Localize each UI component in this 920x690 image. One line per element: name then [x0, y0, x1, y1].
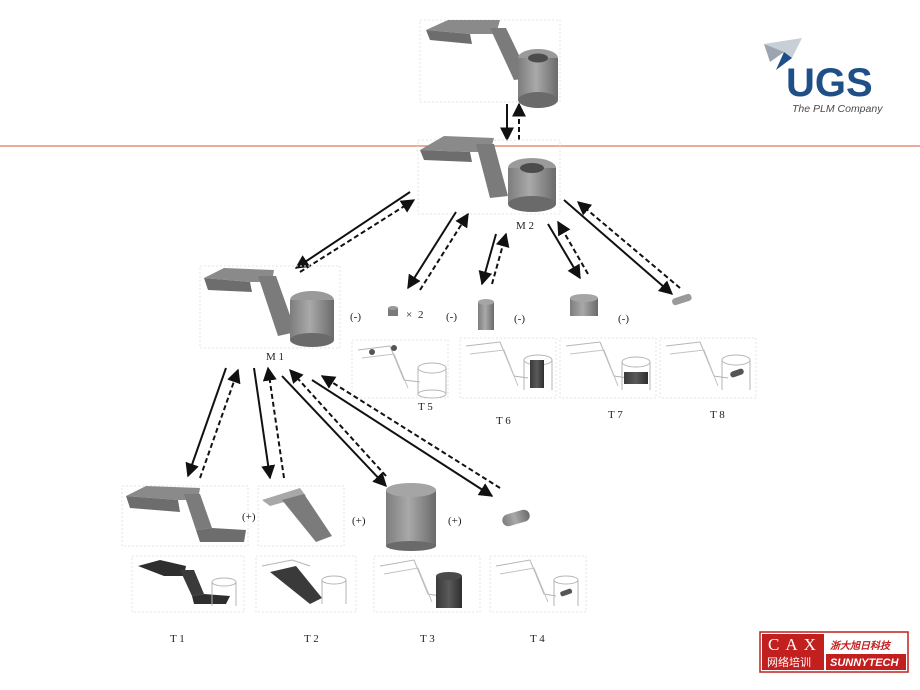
arrow-m2-to-t5 — [407, 211, 457, 290]
t2-assembly-image — [255, 555, 357, 613]
arrow-t1-to-m1 — [199, 368, 241, 479]
t7-label: T 7 — [608, 409, 623, 421]
cax-subtitle: 网络培训 — [767, 655, 811, 669]
m1-part-image — [199, 265, 341, 349]
arrow-t7-to-m2 — [557, 220, 589, 275]
t2-label: T 2 — [304, 633, 319, 645]
t6-assembly-image — [459, 337, 557, 399]
plus-t4: (+) — [448, 515, 462, 527]
t6-label: T 6 — [496, 415, 511, 427]
t3-assembly-image — [373, 555, 481, 613]
m1-label: M 1 — [266, 351, 284, 363]
t1-label: T 1 — [170, 633, 185, 645]
t3-label: T 3 — [420, 633, 435, 645]
ugs-logo: UGS The PLM Company — [764, 38, 883, 115]
t8-tool-shape — [672, 293, 692, 306]
m2-label: M 2 — [516, 220, 534, 232]
t4-label: T 4 — [530, 633, 545, 645]
plus-t2: (+) — [242, 511, 256, 523]
t7-tool-shape — [570, 294, 598, 316]
arrow-t5-to-m2 — [419, 212, 469, 291]
t1-assembly-image — [131, 555, 245, 613]
arrow-m1-to-t2 — [253, 367, 276, 480]
arrow-m1-to-t3 — [281, 375, 387, 488]
t5-count: 2 — [418, 309, 424, 321]
arrow-m2-to-t6 — [478, 233, 497, 286]
t5-assembly-image — [351, 339, 449, 399]
minus-t6: (-) — [446, 311, 457, 323]
arrow-m2-to-m1 — [294, 191, 411, 269]
times-symbol: × — [406, 309, 412, 321]
plus-t3: (+) — [352, 515, 366, 527]
t7-assembly-image — [559, 337, 657, 399]
t4-part-image — [502, 509, 530, 527]
t3-part-image — [386, 483, 436, 551]
arrow-t3-to-m1 — [289, 368, 387, 477]
arrow-t4-to-m1 — [320, 375, 501, 489]
arrow-m1-to-t1 — [185, 367, 227, 478]
ugs-logo-tagline: The PLM Company — [792, 103, 883, 115]
t4-assembly-image — [489, 555, 587, 613]
cax-badge: CAX 网络培训 浙大旭日科技 SUNNYTECH — [759, 631, 909, 673]
cax-company-en: SUNNYTECH — [830, 657, 900, 669]
ugs-emblem-icon — [764, 38, 802, 70]
top-part-image — [419, 19, 561, 108]
arrow-m2-to-t7 — [547, 223, 581, 280]
t8-assembly-image — [659, 337, 757, 399]
t1-part-image — [121, 485, 249, 547]
arrow-m1-to-m2 — [299, 199, 416, 273]
t6-tool-shape — [478, 299, 494, 330]
cax-title: CAX — [768, 635, 822, 654]
t8-label: T 8 — [710, 409, 725, 421]
m2-part-image — [417, 136, 561, 215]
arrow-t2-to-m1 — [262, 366, 285, 479]
minus-t5: (-) — [350, 311, 361, 323]
arrow-m2-to-t8 — [563, 199, 674, 295]
arrow-t8-to-m2 — [576, 201, 681, 289]
ugs-logo-text: UGS — [786, 61, 873, 105]
t2-part-image — [257, 485, 345, 547]
minus-t8: (-) — [618, 313, 629, 325]
t5-tool-shape — [388, 306, 398, 316]
arrow-t6-to-m2 — [491, 232, 510, 285]
t5-label: T 5 — [418, 401, 433, 413]
cax-company-cn: 浙大旭日科技 — [830, 640, 892, 652]
minus-t7: (-) — [514, 313, 525, 325]
arrow-m1-to-t4 — [311, 379, 494, 497]
